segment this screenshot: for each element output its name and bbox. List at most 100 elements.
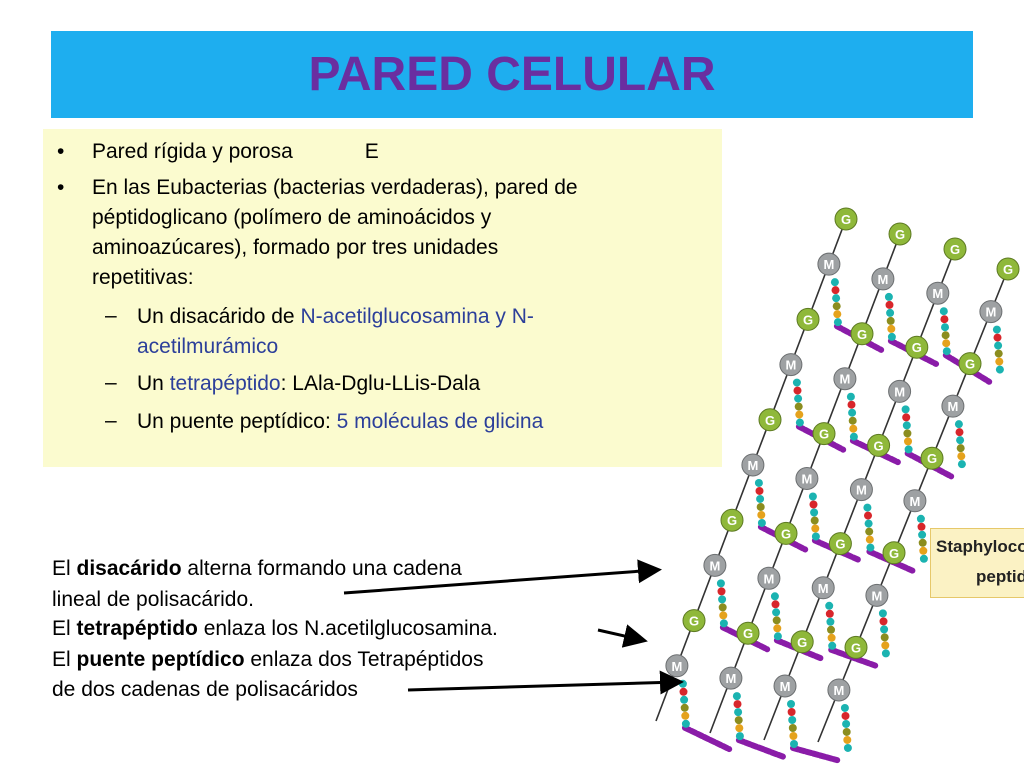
m-sugar: [703, 553, 727, 577]
amino-acid: [681, 711, 690, 720]
amino-acid: [866, 543, 875, 552]
amino-acid: [917, 522, 926, 531]
amino-acid: [718, 603, 727, 612]
amino-acid: [918, 530, 927, 539]
m-label: M: [801, 472, 812, 487]
amino-acid: [848, 408, 857, 417]
backbone-chain: [817, 268, 1009, 743]
g-sugar: [844, 635, 868, 659]
caption-line-2: lineal de polisacárido.: [52, 588, 254, 611]
g-sugar: [958, 352, 982, 376]
m-sugar: [795, 467, 819, 491]
amino-acid: [787, 707, 796, 716]
amino-acid: [793, 386, 802, 395]
sub-bullet-1-line-2: acetilmurámico: [137, 335, 279, 358]
amino-acid: [830, 278, 839, 287]
amino-acid: [940, 315, 949, 324]
amino-acid: [754, 478, 763, 487]
amino-acid: [901, 405, 910, 414]
dash-mark: –: [105, 409, 117, 432]
m-label: M: [894, 384, 905, 399]
amino-acid: [957, 460, 966, 469]
amino-acid: [841, 711, 850, 720]
amino-acid: [886, 308, 895, 317]
g-label: G: [927, 451, 937, 466]
m-sugar: [833, 367, 857, 391]
g-label: G: [851, 640, 861, 655]
g-label: G: [803, 312, 813, 327]
staphylococcus-label: Staphylococ peptido: [930, 528, 1024, 598]
m-label: M: [856, 483, 867, 498]
amino-acid: [733, 700, 742, 709]
caption-bold: disacárido: [76, 557, 182, 580]
glycine-bridge: [942, 352, 993, 385]
g-sugar: [996, 257, 1020, 281]
sub-bullet-3-colon: :: [324, 410, 337, 433]
bullet-2-line-2: péptidoglicano (polímero de aminoácidos …: [92, 206, 492, 229]
amino-acid: [719, 619, 728, 628]
g-label: G: [727, 513, 737, 528]
m-label: M: [932, 286, 943, 301]
amino-acid: [795, 418, 804, 427]
m-sugar: [979, 300, 1003, 324]
amino-acid: [832, 302, 841, 311]
amino-acid: [881, 641, 890, 650]
m-label: M: [839, 372, 850, 387]
amino-acid: [878, 609, 887, 618]
g-label: G: [912, 340, 922, 355]
amino-acid: [887, 332, 896, 341]
amino-acid: [832, 294, 841, 303]
amino-acid: [955, 428, 964, 437]
amino-acid: [941, 323, 950, 332]
amino-acid: [864, 511, 873, 520]
amino-acid: [993, 333, 1002, 342]
amino-acid: [735, 724, 744, 733]
g-sugar: [905, 335, 929, 359]
amino-acid: [789, 731, 798, 740]
sub-bullet-2-text: Un: [137, 372, 170, 395]
amino-acid: [918, 538, 927, 547]
m-label: M: [985, 305, 996, 320]
amino-acid: [849, 432, 858, 441]
glycine-bridge: [790, 744, 841, 764]
amino-acid: [902, 413, 911, 422]
amino-acid: [772, 616, 781, 625]
m-sugar: [779, 353, 803, 377]
m-sugar: [871, 267, 895, 291]
amino-acid: [771, 600, 780, 609]
amino-acid: [757, 510, 766, 519]
amino-acid: [849, 424, 858, 433]
amino-acid: [919, 546, 928, 555]
amino-acid: [904, 437, 913, 446]
amino-acid: [942, 339, 951, 348]
bullet-2-line-1: En las Eubacterias (bacterias verdaderas…: [92, 176, 578, 199]
staph-label-line-2: peptido: [976, 567, 1024, 586]
amino-acid: [994, 341, 1003, 350]
amino-acid: [825, 601, 834, 610]
amino-acid: [756, 494, 765, 503]
amino-acid: [994, 349, 1003, 358]
amino-acid: [809, 500, 818, 509]
amino-acid: [865, 527, 874, 536]
caption-line-4: El puente peptídico enlaza dos Tetrapépt…: [52, 645, 483, 675]
amino-acid: [680, 703, 689, 712]
caption-line-5: de dos cadenas de polisacáridos: [52, 678, 358, 701]
amino-acid: [842, 727, 851, 736]
amino-acid: [864, 519, 873, 528]
bullet-2-line-4: repetitivas:: [92, 266, 194, 289]
amino-acid: [795, 410, 804, 419]
amino-acid: [717, 587, 726, 596]
m-sugar: [719, 666, 743, 690]
g-label: G: [797, 635, 807, 650]
amino-acid: [847, 400, 856, 409]
m-label: M: [785, 358, 796, 373]
amino-acid: [794, 402, 803, 411]
amino-acid: [787, 699, 796, 708]
m-sugar: [865, 583, 889, 607]
amino-acid: [919, 554, 928, 563]
glycine-bridge: [828, 646, 879, 669]
caption-bold: puente peptídico: [76, 648, 245, 671]
amino-acid: [942, 347, 951, 356]
amino-acid: [755, 486, 764, 495]
